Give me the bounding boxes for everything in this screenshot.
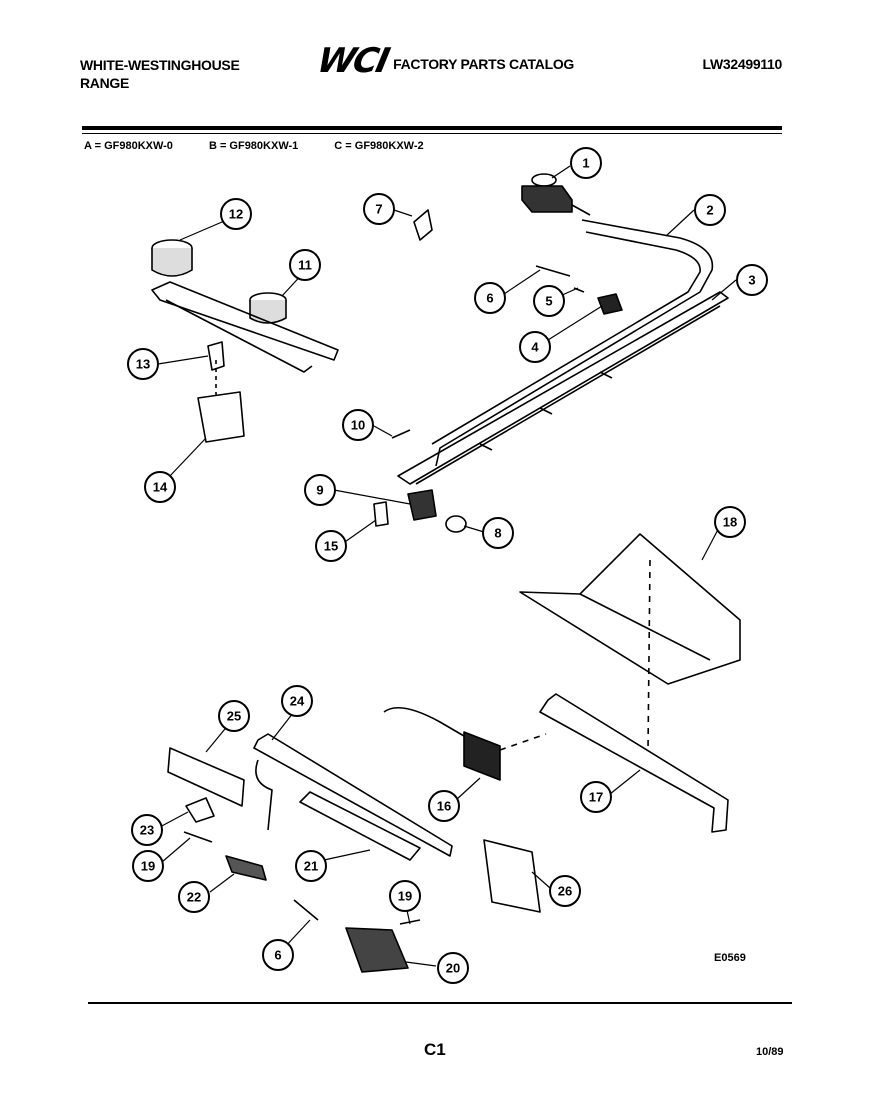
- callout-15: 15: [315, 530, 347, 562]
- svg-text:12: 12: [229, 207, 243, 222]
- part-shield-drawing: [519, 533, 741, 685]
- catalog-date: 10/89: [756, 1046, 784, 1058]
- part-wiring-drawing: [383, 706, 465, 737]
- svg-text:9: 9: [316, 483, 323, 498]
- svg-text:25: 25: [227, 709, 241, 724]
- part-clip-drawing: [413, 209, 433, 241]
- page-number: C1: [424, 1040, 446, 1059]
- callout-7: 7: [363, 193, 395, 225]
- header-rule: [82, 126, 782, 130]
- model-list: A = GF980KXW-0 B = GF980KXW-1 C = GF980K…: [84, 140, 424, 152]
- svg-text:14: 14: [153, 480, 168, 495]
- callout-14: 14: [144, 471, 176, 503]
- model-c: C = GF980KXW-2: [334, 140, 424, 152]
- svg-text:13: 13: [136, 357, 150, 372]
- svg-text:22: 22: [187, 890, 201, 905]
- callout-20: 20: [437, 952, 469, 984]
- part-thermostat-drawing: [345, 927, 409, 973]
- callout-11: 11: [289, 249, 321, 281]
- svg-text:10: 10: [351, 418, 365, 433]
- svg-text:16: 16: [437, 799, 451, 814]
- part-bracket-small-drawing: [185, 797, 215, 823]
- product-type: RANGE: [80, 75, 130, 91]
- svg-text:24: 24: [290, 694, 305, 709]
- model-b: B = GF980KXW-1: [208, 140, 299, 152]
- part-burner-assembly-drawing: [151, 239, 339, 373]
- callout-8: 8: [482, 517, 514, 549]
- brand-name: WHITE-WESTINGHOUSE: [80, 57, 240, 73]
- part-broil-burner-drawing: [539, 693, 729, 833]
- part-manifold-drawing: [431, 219, 714, 467]
- svg-text:4: 4: [531, 340, 539, 355]
- part-rail-drawing: [397, 291, 729, 485]
- part-pin-drawing: [535, 265, 571, 277]
- callout-6-lower: 6: [262, 939, 294, 971]
- callout-9: 9: [304, 474, 336, 506]
- part-bracket-drawing: [597, 293, 623, 315]
- part-oven-valve-drawing: [463, 731, 501, 781]
- brand-block: WHITE-WESTINGHOUSE RANGE: [80, 56, 240, 92]
- part-orifice-drawing: [225, 855, 267, 881]
- part-ignitor-assembly-drawing: [167, 747, 245, 807]
- part-mounting-plate-drawing: [483, 839, 541, 913]
- svg-text:19: 19: [398, 889, 412, 904]
- part-retainer-drawing: [373, 501, 389, 527]
- callout-17: 17: [580, 781, 612, 813]
- svg-text:15: 15: [324, 539, 338, 554]
- svg-text:20: 20: [446, 961, 460, 976]
- svg-text:23: 23: [140, 823, 154, 838]
- callout-23: 23: [131, 814, 163, 846]
- callout-26: 26: [549, 875, 581, 907]
- diagram-code: E0569: [714, 952, 746, 964]
- svg-text:26: 26: [558, 884, 572, 899]
- svg-text:18: 18: [723, 515, 737, 530]
- callout-4: 4: [519, 331, 551, 363]
- catalog-title: FACTORY PARTS CATALOG: [393, 56, 574, 72]
- model-a: A = GF980KXW-0: [84, 140, 173, 152]
- callout-21: 21: [295, 850, 327, 882]
- callout-2: 2: [694, 194, 726, 226]
- svg-text:6: 6: [486, 291, 493, 306]
- part-pin-lower-drawing: [183, 831, 213, 843]
- svg-text:1: 1: [582, 156, 589, 171]
- footer-rule: [88, 1002, 792, 1004]
- catalog-part-number: LW32499110: [702, 56, 782, 72]
- part-bake-burner-drawing: [253, 733, 453, 861]
- part-spring-drawing: [391, 429, 411, 439]
- part-washer-drawing: [445, 515, 467, 533]
- callout-10: 10: [342, 409, 374, 441]
- svg-text:11: 11: [298, 258, 312, 273]
- callout-18: 18: [714, 506, 746, 538]
- part-ignitor-drawing: [197, 391, 245, 443]
- part-valve-drawing: [521, 173, 591, 216]
- callout-25: 25: [218, 700, 250, 732]
- callout-6: 6: [474, 282, 506, 314]
- callout-5: 5: [533, 285, 565, 317]
- svg-text:8: 8: [494, 526, 501, 541]
- header-rule-thin: [82, 133, 782, 134]
- catalog-heading: WCI FACTORY PARTS CATALOG: [314, 41, 575, 81]
- callout-3: 3: [736, 264, 768, 296]
- callout-19-lower: 19: [389, 880, 421, 912]
- svg-text:5: 5: [545, 294, 552, 309]
- svg-text:19: 19: [141, 859, 155, 874]
- callout-22: 22: [178, 881, 210, 913]
- svg-text:3: 3: [748, 273, 755, 288]
- callout-12: 12: [220, 198, 252, 230]
- svg-text:2: 2: [706, 203, 713, 218]
- svg-text:17: 17: [589, 790, 603, 805]
- svg-text:21: 21: [304, 859, 318, 874]
- callout-1: 1: [570, 147, 602, 179]
- svg-text:6: 6: [274, 948, 281, 963]
- part-valve-body-drawing: [407, 489, 437, 521]
- callout-13: 13: [127, 348, 159, 380]
- callout-19: 19: [132, 850, 164, 882]
- callout-24: 24: [281, 685, 313, 717]
- svg-text:7: 7: [375, 202, 382, 217]
- part-ignitor-clip-drawing: [207, 341, 225, 371]
- leader-lines: [157, 165, 737, 967]
- callout-16: 16: [428, 790, 460, 822]
